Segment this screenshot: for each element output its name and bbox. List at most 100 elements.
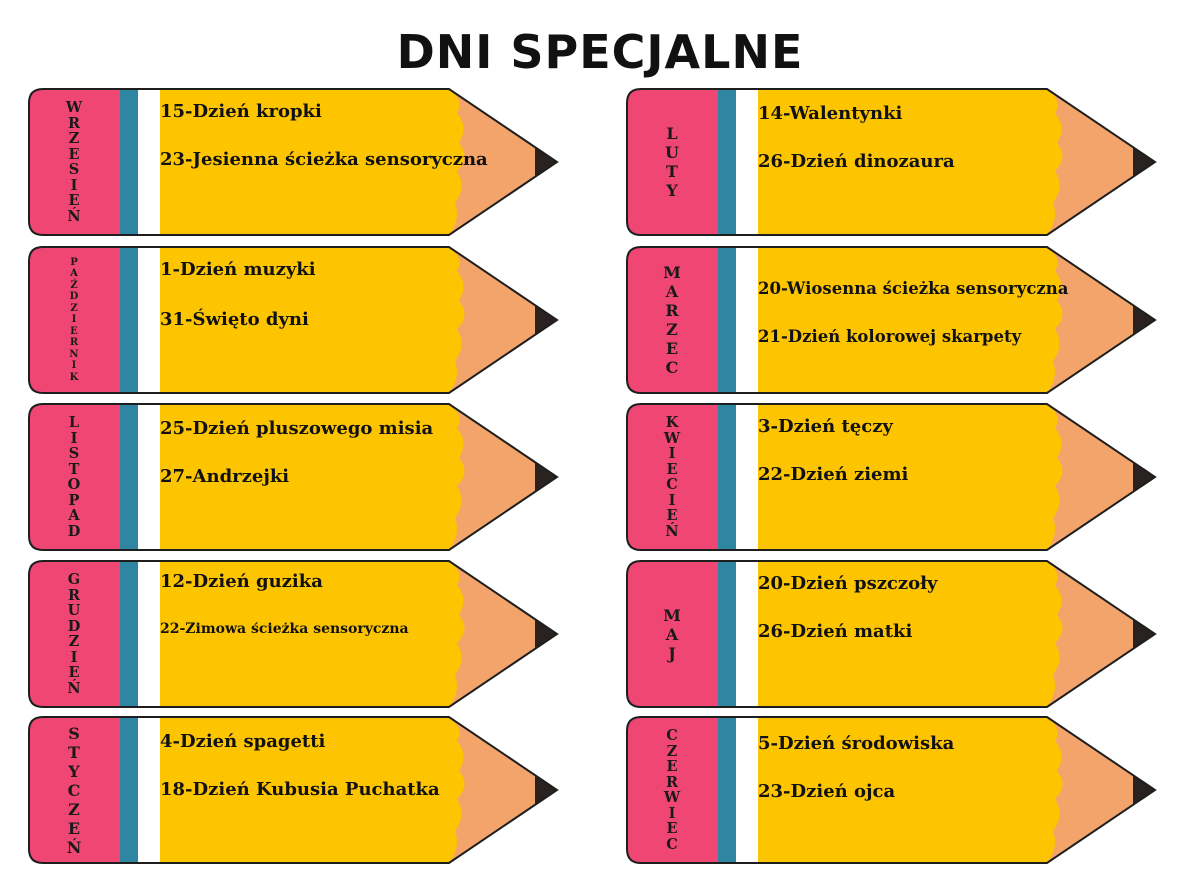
month-letter: A <box>665 624 679 644</box>
month-letter: M <box>663 605 681 625</box>
event-item: 15-Dzień kropki <box>160 101 322 122</box>
event-item: 3-Dzień tęczy <box>758 416 893 437</box>
month-letter: E <box>68 192 80 209</box>
pencil-icon <box>28 716 559 864</box>
events-list: 3-Dzień tęczy 22-Dzień ziemi <box>758 402 1168 552</box>
month-letter: P <box>68 491 80 509</box>
month-letter: E <box>67 818 81 838</box>
event-item: 21-Dzień kolorowej skarpety <box>758 327 1022 346</box>
pencil-icon <box>626 88 1157 236</box>
month-letter: I <box>70 648 78 666</box>
month-letter: I <box>71 360 77 372</box>
month-letter: Z <box>666 742 678 760</box>
month-letter: R <box>67 114 81 132</box>
month-letter: R <box>665 301 679 320</box>
month-letter: S <box>68 723 80 743</box>
month-letter: E <box>70 325 78 337</box>
event-item: 22-Zimowa ścieżka sensoryczna <box>160 621 409 637</box>
month-letter: S <box>68 445 80 462</box>
pencil-icon <box>28 246 559 394</box>
month-letter: I <box>70 429 78 447</box>
month-letter: I <box>668 445 676 462</box>
month-letter: T <box>68 742 80 762</box>
month-letter: Z <box>666 320 678 339</box>
events-list: 12-Dzień guzika 22-Zimowa ścieżka sensory… <box>160 559 570 709</box>
pencil-icon <box>626 246 1157 394</box>
month-letter: W <box>65 99 83 116</box>
month-letter: C <box>665 358 679 377</box>
event-item: 5-Dzień środowiska <box>758 733 955 754</box>
event-item: 25-Dzień pluszowego misia <box>160 418 434 439</box>
month-letter: D <box>69 291 79 303</box>
pencil-icon <box>28 560 559 708</box>
month-letter: D <box>67 617 81 635</box>
month-letter: R <box>665 773 679 791</box>
event-item: 26-Dzień dinozaura <box>758 151 955 172</box>
month-letter: R <box>67 586 81 604</box>
month-letter: W <box>663 429 681 447</box>
month-letter: G <box>67 571 81 588</box>
event-item: 18-Dzień Kubusia Puchatka <box>160 779 440 800</box>
month-letter: Y <box>68 761 80 781</box>
event-item: 22-Dzień ziemi <box>758 464 909 485</box>
month-letter: K <box>665 414 679 431</box>
month-letter: I <box>70 176 78 194</box>
month-letter: E <box>666 758 678 775</box>
event-item: 23-Dzień ojca <box>758 781 896 802</box>
month-letter: Z <box>68 130 80 147</box>
month-letter: C <box>666 476 678 493</box>
pencil-icon <box>626 560 1157 708</box>
month-letter: E <box>68 664 80 681</box>
month-letter: I <box>668 804 676 822</box>
month-letter: A <box>68 507 80 524</box>
month-letter: Ń <box>67 679 81 697</box>
month-letter: E <box>68 145 80 163</box>
month-letter: U <box>665 143 679 162</box>
month-letter: Z <box>70 302 78 314</box>
pencil-icon <box>28 403 559 551</box>
month-letter: L <box>666 124 678 143</box>
month-letter: C <box>67 780 81 800</box>
event-item: 1-Dzień muzyki <box>160 259 316 280</box>
event-item: 12-Dzień guzika <box>160 571 323 592</box>
month-letter: P <box>70 256 78 268</box>
month-letter: S <box>68 161 80 178</box>
month-letter: I <box>668 491 676 509</box>
pencil-icon <box>626 716 1157 864</box>
month-letter: A <box>665 282 679 301</box>
events-list: 5-Dzień środowiska 23-Dzień ojca <box>758 715 1168 865</box>
month-letter: T <box>68 460 80 478</box>
month-letter: K <box>69 371 79 383</box>
month-letter: J <box>668 643 676 663</box>
month-letter: M <box>663 263 681 282</box>
